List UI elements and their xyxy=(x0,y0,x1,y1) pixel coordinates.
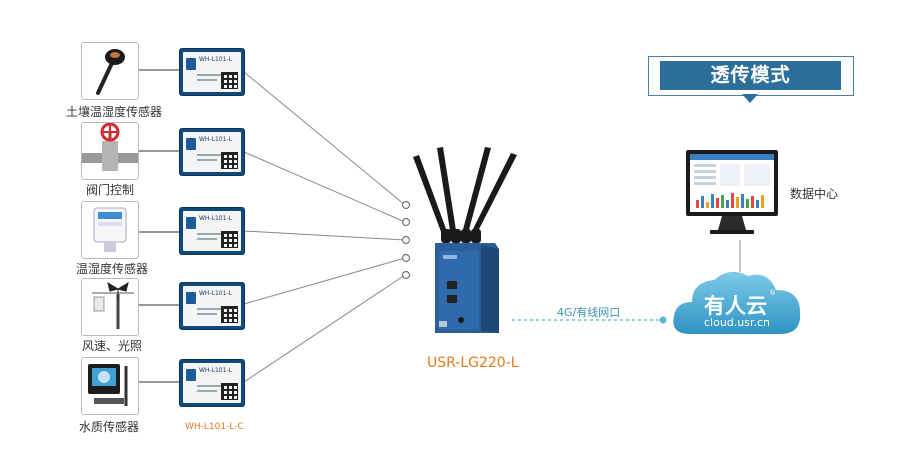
lora-module-3: WH-L101-L xyxy=(180,208,244,254)
usr-logo-icon xyxy=(186,217,196,229)
module-name: WH-L101-L xyxy=(199,290,232,297)
cloud-name: 有人云 xyxy=(704,294,767,318)
lora-module-4: WH-L101-L xyxy=(180,283,244,329)
temp-humidity-sensor-icon xyxy=(93,207,127,252)
lora-module-1: WH-L101-L xyxy=(180,49,244,95)
sensor-label-temp: 温湿度传感器 xyxy=(76,262,149,276)
sensor-label-soil: 土壤温湿度传感器 xyxy=(66,105,163,119)
water-quality-sensor-icon xyxy=(88,364,128,406)
sensor-box-temp xyxy=(81,201,139,259)
sensor-label-valve: 阀门控制 xyxy=(86,183,135,197)
qr-code-icon xyxy=(221,231,238,248)
module-link-3 xyxy=(243,230,406,241)
data-center-label: 数据中心 xyxy=(790,187,839,201)
qr-code-icon xyxy=(221,152,238,169)
module-name: WH-L101-L xyxy=(199,215,232,222)
sensor-label-water: 水质传感器 xyxy=(79,420,140,434)
module-name: WH-L101-L xyxy=(199,56,232,63)
qr-code-icon xyxy=(221,306,238,323)
mode-title: 透传模式 xyxy=(660,61,841,90)
soil-probe-icon xyxy=(96,49,125,95)
lora-module-5: WH-L101-L xyxy=(180,360,244,406)
cloud-link-dot xyxy=(659,316,667,324)
usr-logo-icon xyxy=(186,369,196,381)
link-type-label: 4G/有线网口 xyxy=(557,306,621,319)
router-icon xyxy=(413,147,517,333)
module-name: WH-L101-L xyxy=(199,367,232,374)
qr-code-icon xyxy=(221,72,238,89)
sensor-box-valve xyxy=(81,122,139,180)
mode-arrow-icon xyxy=(742,94,758,103)
usr-logo-icon xyxy=(186,58,196,70)
usr-logo-icon xyxy=(186,292,196,304)
wind-light-sensor-icon xyxy=(92,281,134,329)
sensor-box-water xyxy=(81,357,139,415)
qr-code-icon xyxy=(221,383,238,400)
junction-dot-4 xyxy=(401,253,411,263)
module-link-2 xyxy=(243,151,406,223)
cloud-icon xyxy=(673,271,801,334)
junction-dot-2 xyxy=(401,217,411,227)
module-link-5 xyxy=(243,274,406,383)
sensor-label-wind: 风速、光照 xyxy=(82,339,143,353)
junction-dot-5 xyxy=(401,270,411,280)
router-model-label: USR-LG220-L xyxy=(427,355,519,371)
usr-logo-icon xyxy=(186,138,196,150)
cloud-domain: cloud.usr.cn xyxy=(704,316,771,329)
module-link-1 xyxy=(243,71,406,206)
valve-icon xyxy=(82,123,138,171)
junction-dot-1 xyxy=(401,200,411,210)
mode-banner: 透传模式 xyxy=(648,56,854,96)
registered-mark: ® xyxy=(769,289,776,297)
module-name: WH-L101-L xyxy=(199,136,232,143)
sensor-box-soil xyxy=(81,42,139,100)
junction-dot-3 xyxy=(401,235,411,245)
module-link-4 xyxy=(243,257,406,305)
sensor-box-wind xyxy=(81,278,139,336)
monitor-icon xyxy=(686,150,778,234)
lora-module-2: WH-L101-L xyxy=(180,129,244,175)
module-model-label: WH-L101-L-C xyxy=(185,422,244,432)
